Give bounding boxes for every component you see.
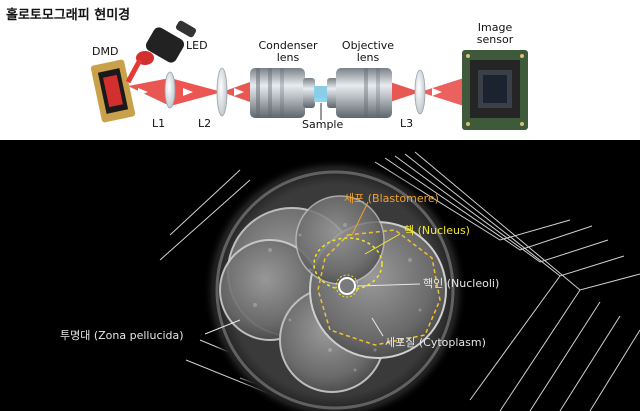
- condenser-label: Condenser lens: [258, 39, 318, 64]
- l2-lens: [216, 67, 228, 117]
- optical-setup-diagram: [90, 20, 528, 130]
- l1-lens: [164, 71, 176, 109]
- blastomere-label: 세포 (Blastomere): [344, 192, 439, 205]
- dmd-label: DMD: [92, 45, 119, 58]
- l3-lens: [414, 69, 426, 115]
- cytoplasm-label: 세포질 (Cytoplasm): [385, 336, 486, 349]
- image-sensor: [462, 50, 528, 130]
- embryo-image: [159, 151, 640, 411]
- cell-texture: [253, 223, 422, 372]
- nucleus-outline: [313, 237, 383, 291]
- blastomere-outline: [317, 229, 441, 346]
- objective-label: Objective lens: [341, 39, 395, 64]
- zona-label: 투명대 (Zona pellucida): [60, 329, 184, 342]
- sample-slide: [314, 86, 328, 102]
- condenser-lens: [250, 68, 315, 118]
- l2-label: L2: [198, 117, 212, 130]
- objective-lens: [327, 68, 392, 118]
- sensor-label: Image sensor: [476, 21, 514, 46]
- nucleoli: [338, 277, 356, 295]
- blastomeres: [219, 195, 447, 393]
- nucleus-label: 핵 (Nucleus): [404, 224, 470, 237]
- dmd-chip: [90, 59, 136, 123]
- optical-setup-panel: 홀로토모그래피 현미경: [0, 0, 640, 140]
- beam-arrows: [138, 88, 442, 96]
- led-label: LED: [186, 39, 208, 52]
- microscopy-panel: 세포 (Blastomere) 핵 (Nucleus) 핵인 (Nucleoli…: [0, 140, 640, 411]
- nucleoli-label: 핵인 (Nucleoli): [423, 277, 500, 290]
- page-title: 홀로토모그래피 현미경: [6, 8, 131, 23]
- led-source: [125, 20, 197, 84]
- l1-label: L1: [152, 117, 166, 130]
- leader-lines: [204, 201, 421, 337]
- sample-label: Sample: [302, 118, 344, 131]
- l3-label: L3: [400, 117, 414, 130]
